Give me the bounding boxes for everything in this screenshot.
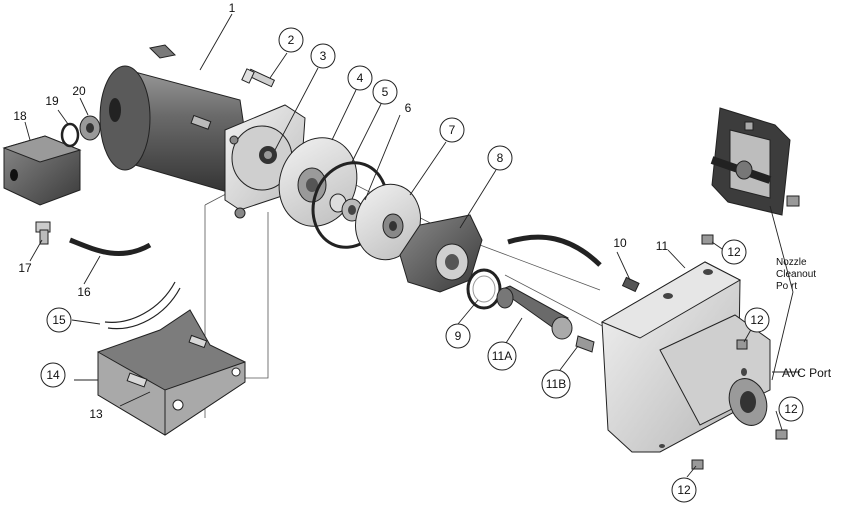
callout-number: 12	[784, 402, 798, 416]
callout-number: 19	[45, 94, 59, 108]
avc-port-label: AVC Port	[782, 366, 832, 380]
bolt-2	[241, 68, 276, 88]
nozzle	[575, 335, 595, 353]
callout-20: 20	[72, 84, 86, 98]
callout-18: 18	[13, 109, 27, 123]
callout-9: 9	[445, 323, 471, 349]
shaft-seal	[329, 193, 363, 222]
callout-5: 5	[372, 79, 398, 105]
callout-19: 19	[45, 94, 59, 108]
callout-circle	[445, 323, 471, 349]
callout-11b: 11B	[541, 369, 571, 399]
callout-number: 15	[52, 313, 66, 327]
plug-12-c	[775, 429, 788, 440]
callout-number: 14	[46, 368, 60, 382]
callout-number: 6	[405, 101, 412, 115]
callout-number: 11A	[492, 349, 512, 363]
diffuser	[399, 214, 483, 293]
control-tube	[507, 234, 602, 267]
callout-6: 6	[405, 101, 412, 115]
callout-12: 12	[721, 239, 747, 265]
callout-3: 3	[310, 43, 336, 69]
callout-circle	[439, 117, 465, 143]
callout-10: 10	[613, 236, 627, 250]
clip-ring	[60, 122, 80, 148]
callout-number: 12	[750, 313, 764, 327]
pressure-switch	[2, 135, 82, 206]
callout-number: 20	[72, 84, 86, 98]
callout-number: 11	[656, 239, 669, 253]
callout-circle	[310, 43, 336, 69]
impeller	[355, 183, 421, 261]
callout-4: 4	[347, 65, 373, 91]
callout-number: 10	[613, 236, 627, 250]
callout-number: 7	[449, 123, 456, 137]
callout-number: 17	[18, 261, 32, 275]
nozzle-cleanout-label-line2: Cleanout	[776, 269, 816, 280]
callout-12: 12	[744, 307, 770, 333]
callout-number: 18	[13, 109, 27, 123]
nozzle-cleanout-inset	[710, 107, 800, 216]
callout-number: 16	[77, 285, 91, 299]
callout-circle	[278, 27, 304, 53]
tubing-16	[69, 237, 152, 256]
port-labels: Nozzle Cleanout Po rt AVC Port	[776, 257, 832, 380]
callout-number: 9	[455, 329, 462, 343]
callout-circle	[541, 369, 571, 399]
connector-20	[79, 115, 101, 141]
callout-15: 15	[46, 307, 72, 333]
callout-circle	[744, 307, 770, 333]
callout-number: 4	[357, 71, 364, 85]
callout-number: 12	[727, 245, 741, 259]
callout-number: 12	[677, 483, 691, 497]
callout-number: 13	[89, 407, 103, 421]
callout-circle	[487, 145, 513, 171]
callout-circle	[46, 307, 72, 333]
callout-2: 2	[278, 27, 304, 53]
callout-number: 2	[288, 33, 295, 47]
plug-12-d	[691, 459, 704, 470]
callout-number: 11B	[546, 377, 566, 391]
elbow-fitting	[35, 221, 51, 245]
callout-17: 17	[18, 261, 32, 275]
motor-base	[97, 309, 246, 436]
callout-circle	[721, 239, 747, 265]
callout-number: 8	[497, 151, 504, 165]
callout-number: 1	[229, 1, 236, 15]
o-ring-9	[466, 268, 502, 310]
callout-11: 11	[656, 239, 669, 253]
callout-16: 16	[77, 285, 91, 299]
pump-casing	[600, 261, 771, 453]
fitting-10	[621, 276, 640, 293]
callout-12: 12	[778, 396, 804, 422]
callout-circle	[347, 65, 373, 91]
plug-12-a	[701, 234, 714, 245]
venturi	[496, 285, 573, 340]
leader-lines	[24, 13, 800, 478]
nozzle-cleanout-label-line1: Nozzle	[776, 257, 807, 268]
callout-14: 14	[40, 362, 66, 388]
callout-8: 8	[487, 145, 513, 171]
nozzle-cleanout-label-line3: Po rt	[776, 281, 797, 292]
callout-1: 1	[229, 1, 236, 15]
callout-circle	[778, 396, 804, 422]
callout-circle	[671, 477, 697, 503]
callout-circle	[372, 79, 398, 105]
callout-circle	[487, 341, 517, 371]
callout-11a: 11A	[487, 341, 517, 371]
callout-12: 12	[671, 477, 697, 503]
callout-circle	[40, 362, 66, 388]
callout-7: 7	[439, 117, 465, 143]
plug-12-b	[736, 339, 748, 350]
callout-13: 13	[89, 407, 103, 421]
callout-number: 3	[320, 49, 327, 63]
spring-clip	[104, 281, 181, 330]
callout-number: 5	[382, 85, 389, 99]
